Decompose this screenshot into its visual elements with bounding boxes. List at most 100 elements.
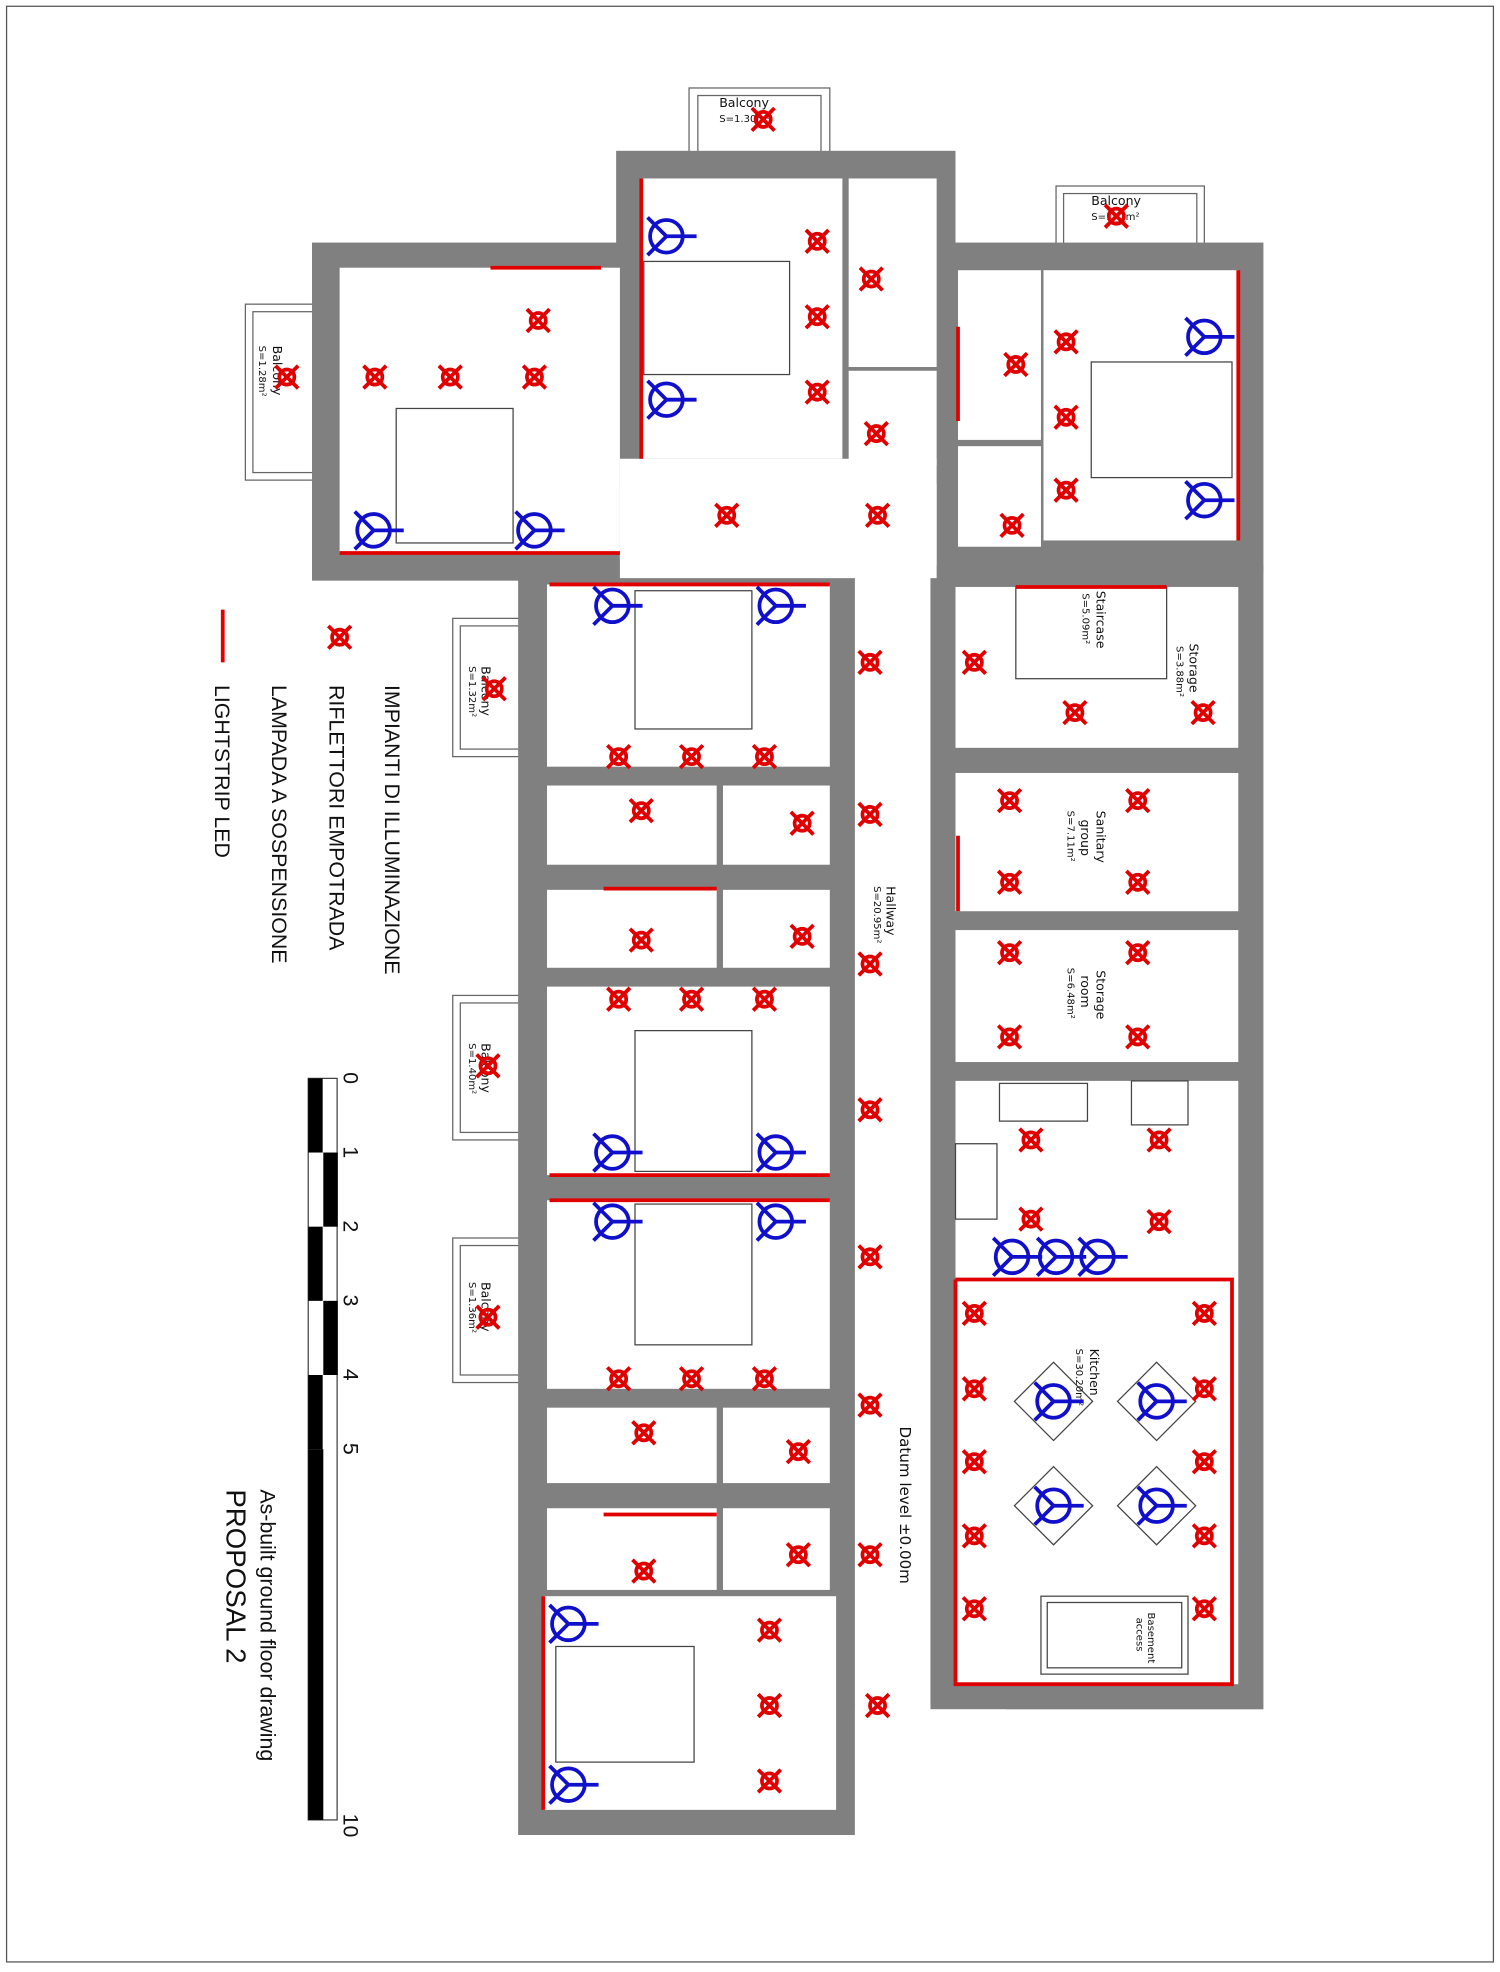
recessed-spotlight-icon xyxy=(961,649,987,676)
scale-bar-tick-label: 10 xyxy=(338,1814,362,1838)
recessed-spotlight-icon xyxy=(857,1097,883,1123)
recessed-spotlight-icon xyxy=(1018,1127,1044,1153)
dining-table xyxy=(1013,1465,1094,1546)
recessed-spotlight-icon xyxy=(996,1024,1023,1050)
dining-table xyxy=(1116,1465,1197,1546)
pendant-lamp-icon xyxy=(592,585,643,626)
lighting-fixtures xyxy=(274,106,1235,1805)
pendant-lamp-icon xyxy=(991,1236,1043,1278)
scale-bar-tick-label: 4 xyxy=(338,1369,362,1381)
scale-bar-segment xyxy=(308,1374,323,1450)
recessed-spotlight-icon xyxy=(751,743,778,770)
recessed-spotlight-icon xyxy=(631,1420,657,1446)
dining-table xyxy=(1013,1361,1094,1442)
recessed-spotlight-icon xyxy=(1053,477,1079,503)
basement-label: Basement xyxy=(1145,1613,1156,1664)
recessed-spotlight-icon xyxy=(804,379,830,405)
recessed-spotlight-icon xyxy=(678,986,705,1012)
pendant-lamp-icon xyxy=(1184,480,1235,521)
recessed-spotlight-icon xyxy=(756,1768,783,1794)
recessed-spotlight-icon xyxy=(1191,1376,1217,1402)
recessed-spotlight-icon xyxy=(326,624,353,650)
recessed-spotlight-icon xyxy=(999,512,1025,539)
hallway-label: Hallway xyxy=(883,886,898,936)
recessed-spotlight-icon xyxy=(1125,869,1151,895)
pendant-lamp-icon xyxy=(1077,1236,1128,1278)
balcony-area: S=1.28m² xyxy=(256,346,267,397)
pendant-lamp-icon xyxy=(1136,1381,1187,1422)
recessed-spotlight-icon xyxy=(996,787,1023,814)
recessed-spotlight-icon xyxy=(1062,699,1088,726)
dining-table xyxy=(1116,1361,1197,1442)
recessed-spotlight-icon xyxy=(606,986,632,1012)
recessed-spotlight-icon xyxy=(857,649,883,676)
recessed-spotlight-icon xyxy=(678,743,705,770)
led-strips xyxy=(339,178,1241,1810)
recessed-spotlight-icon xyxy=(804,228,830,254)
recessed-spotlight-icon xyxy=(1018,1206,1044,1232)
scale-bar-tick-label: 5 xyxy=(338,1443,362,1455)
balcony-area: S=1.36m² xyxy=(466,1282,477,1333)
room-labels: Balcony S=1.30m² Balcony S=1.__m² Balcon… xyxy=(256,95,1201,1664)
recessed-spotlight-icon xyxy=(751,986,778,1012)
recessed-spotlight-icon xyxy=(475,1053,501,1079)
recessed-spotlight-icon xyxy=(961,1449,987,1475)
recessed-spotlight-icon xyxy=(961,1523,987,1549)
recessed-spotlight-icon xyxy=(606,1366,632,1392)
scale-bar-segment xyxy=(323,1152,338,1227)
storage-room-area: S=6.48m² xyxy=(1064,968,1075,1019)
legend-item-label: LIGHTSTRIP LED xyxy=(210,685,234,858)
recessed-spotlight-icon xyxy=(1125,940,1151,966)
recessed-spotlight-icon xyxy=(804,304,830,330)
pendant-lamp-icon xyxy=(548,1764,599,1805)
kitchen-area: S=30.20m² xyxy=(1073,1349,1084,1406)
recessed-spotlight-icon xyxy=(475,1304,501,1330)
recessed-spotlight-icon xyxy=(714,502,740,528)
recessed-spotlight-icon xyxy=(789,923,815,949)
recessed-spotlight-icon xyxy=(864,1692,891,1719)
recessed-spotlight-icon xyxy=(274,364,300,390)
recessed-spotlight-icon xyxy=(606,743,632,770)
recessed-spotlight-icon xyxy=(1191,1596,1217,1622)
storage-room-label-2: room xyxy=(1078,975,1093,1007)
sanitary-label-2: group xyxy=(1078,819,1093,855)
recessed-spotlight-icon xyxy=(628,927,654,953)
recessed-spotlight-icon xyxy=(1191,1449,1217,1475)
scale-bar-tick-label: 3 xyxy=(338,1295,362,1307)
recessed-spotlight-icon xyxy=(857,1244,883,1270)
recessed-spotlight-icon xyxy=(437,364,463,390)
recessed-spotlight-icon xyxy=(785,1439,812,1465)
recessed-spotlight-icon xyxy=(789,810,815,836)
recessed-spotlight-icon xyxy=(1146,1127,1172,1153)
pendant-lamp-icon xyxy=(646,216,697,257)
recessed-spotlight-icon xyxy=(756,1692,783,1719)
scale-bar-segment xyxy=(308,1226,323,1301)
drawing-title: PROPOSAL 2 xyxy=(221,1489,252,1663)
storage-room-label: Storage xyxy=(1093,970,1108,1019)
recessed-spotlight-icon xyxy=(1125,787,1151,814)
balcony-area: S=1.30m² xyxy=(719,114,770,125)
sanitary-label: Sanitary xyxy=(1093,811,1108,864)
recessed-spotlight-icon xyxy=(750,106,776,133)
recessed-spotlight-icon xyxy=(961,1596,987,1622)
balcony-area: S=1.40m² xyxy=(466,1043,477,1094)
staircase-label: Staircase xyxy=(1093,591,1108,649)
recessed-spotlight-icon xyxy=(1191,1523,1217,1549)
balcony-label: Balcony xyxy=(1091,193,1141,208)
pendant-lamp-icon xyxy=(592,1201,643,1242)
recessed-spotlight-icon xyxy=(481,676,507,702)
pendant-lamp-icon xyxy=(1033,1381,1084,1422)
scale-bar-tick-label: 0 xyxy=(338,1072,362,1084)
storage-area: S=3.88m² xyxy=(1174,646,1185,697)
pendant-lamp-icon xyxy=(646,379,697,420)
staircase-area: S=5.09m² xyxy=(1079,593,1090,644)
pendant-lamp-icon xyxy=(592,1132,643,1173)
recessed-spotlight-icon xyxy=(785,1542,812,1568)
scale-bar-segment xyxy=(308,1449,324,1820)
recessed-spotlight-icon xyxy=(756,1617,783,1643)
pendant-lamp-icon xyxy=(755,585,806,626)
legend: IMPIANTI DI ILLUMINAZIONE RIFLETTORI EMP… xyxy=(210,609,404,975)
recessed-spotlight-icon xyxy=(1125,1024,1151,1050)
